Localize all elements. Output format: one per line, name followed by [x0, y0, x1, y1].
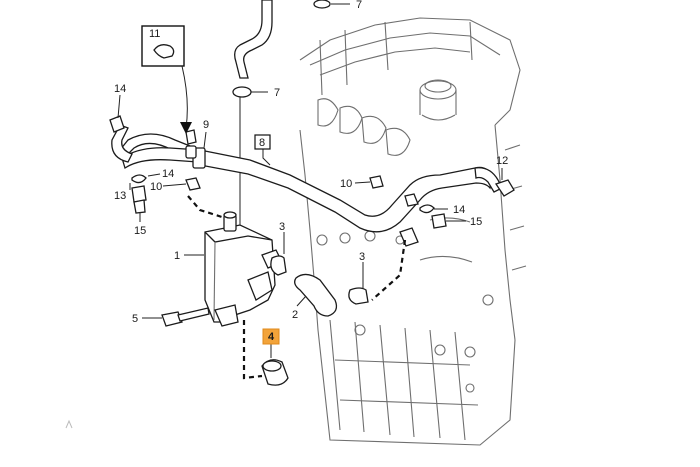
nut-10-right: [369, 175, 384, 189]
nut-10-left: [185, 177, 201, 191]
hose-clamp-3-right: [348, 287, 369, 305]
vent-hose-left-c: [111, 124, 133, 163]
hose-clip-9: [185, 145, 197, 159]
dashed-route-right: [371, 239, 407, 301]
callout-7: 7: [274, 87, 280, 99]
oil-separator: [204, 211, 283, 327]
engine-block: [299, 17, 527, 446]
callout-14-left: 14: [162, 168, 174, 180]
watermark-mark: [65, 419, 73, 429]
upper-vent-hose: [234, 0, 273, 79]
hose-clamp-12: [494, 179, 515, 197]
bolt-5: [161, 311, 183, 327]
callout-15-left: 15: [134, 225, 146, 237]
callout-11-label: 11: [149, 28, 160, 40]
callout-10-left: 10: [150, 181, 162, 193]
callout-3-right: 3: [359, 251, 365, 263]
callout-1: 1: [174, 250, 180, 262]
dashed-route-top: [187, 195, 226, 220]
breather-pipe: [199, 149, 493, 233]
callout-8: 8: [259, 137, 265, 149]
callout-5: 5: [132, 313, 138, 325]
callout-labels: 7 7 14 9 8 14 10 13 15 10 12 14 15 1 3 3…: [114, 0, 508, 345]
callout-13: 13: [114, 190, 126, 202]
callout-4-highlight-box: [262, 328, 280, 345]
vent-hose-right: [474, 167, 503, 193]
hose-clip-11-installed: [185, 129, 197, 145]
leader-lines: [117, 3, 503, 358]
hose-clamp-7-upper: [313, 0, 331, 9]
washer-14-right: [419, 204, 435, 214]
callout-14-right: 14: [453, 204, 465, 216]
callout-3-left: 3: [279, 221, 285, 233]
callout-2: 2: [292, 309, 298, 321]
callout-7-top: 7: [356, 0, 362, 11]
callout-12: 12: [496, 155, 508, 167]
callout-9: 9: [203, 119, 209, 131]
callout-15-right: 15: [470, 216, 482, 228]
callout-14-top-left: 14: [114, 83, 126, 95]
dashed-route-bottom: [242, 320, 263, 380]
washer-14-left: [131, 174, 147, 184]
callout-10-right: 10: [340, 178, 352, 190]
bolt-15-left: [131, 185, 147, 203]
vent-hose-2: [294, 273, 338, 317]
callout-11-box: 11: [141, 25, 192, 134]
clip-right: [404, 193, 419, 207]
bolt-15-right: [431, 213, 447, 229]
callout-4: 4: [268, 331, 275, 343]
hose-clamp-7: [232, 86, 252, 98]
callout-8-box: [254, 134, 271, 150]
clip-14-top: [109, 115, 125, 133]
hose-clamp-3-left: [270, 255, 287, 276]
